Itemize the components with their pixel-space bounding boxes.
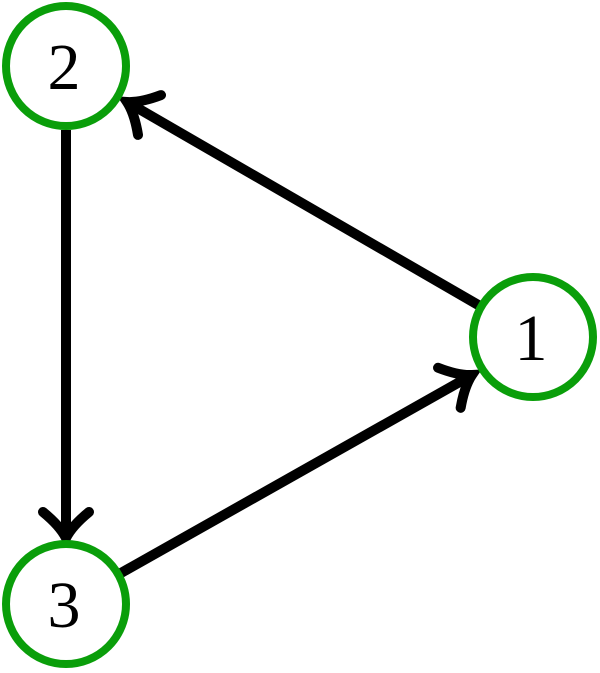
node-1-label: 1 bbox=[515, 302, 548, 375]
node-3: 3 bbox=[2, 540, 130, 668]
node-2-label: 2 bbox=[48, 31, 81, 104]
node-2: 2 bbox=[2, 2, 130, 130]
node-1-circle bbox=[469, 273, 597, 401]
node-3-label: 3 bbox=[48, 569, 81, 642]
node-1: 1 bbox=[469, 273, 597, 401]
edge-1-to-2 bbox=[117, 90, 483, 311]
edge-3-to-1 bbox=[118, 362, 482, 578]
edges bbox=[38, 90, 483, 578]
node-3-circle bbox=[2, 540, 130, 668]
node-2-circle bbox=[2, 2, 130, 130]
